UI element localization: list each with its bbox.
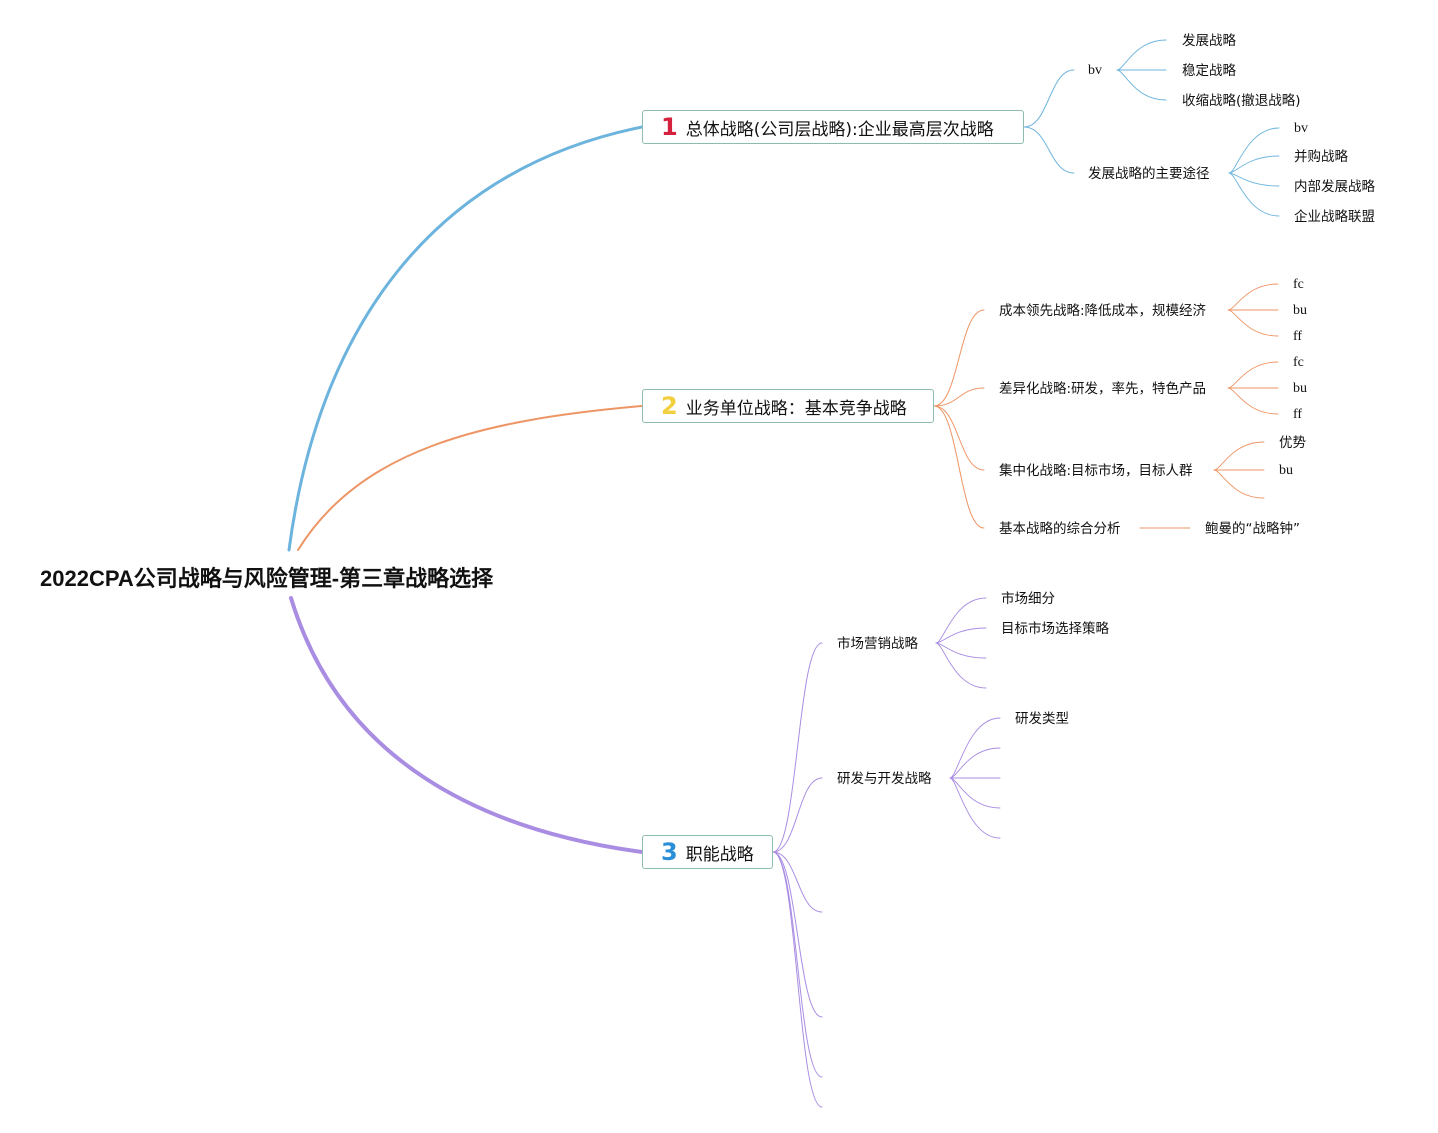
connector-b3 [772, 777, 823, 853]
connector-b3 [772, 642, 823, 853]
topic-marketing-strategy[interactable]: 市场营销战略 [837, 636, 918, 652]
topic-bu[interactable]: bu [1293, 303, 1307, 318]
branch-label: 总体战略(公司层战略):企业最高层次战略 [685, 119, 994, 140]
topic-strategic-alliance[interactable]: 企业战略联盟 [1294, 209, 1375, 225]
topic-strategy-analysis[interactable]: 基本战略的综合分析 [999, 521, 1121, 537]
topic-bv[interactable]: bv [1294, 121, 1308, 136]
connector-b1-leaf [1228, 155, 1280, 174]
topic-cost-leadership[interactable]: 成本领先战略:降低成本，规模经济 [999, 303, 1207, 319]
branch-functional-strategy[interactable]: 3 职能战略 [642, 835, 773, 869]
connector-b1 [1023, 69, 1075, 128]
topic-rd-types[interactable]: 研发类型 [1015, 711, 1069, 727]
connector-b1-leaf [1228, 172, 1280, 217]
topic-bu[interactable]: bu [1293, 381, 1307, 396]
topic-market-segmentation[interactable]: 市场细分 [1001, 591, 1055, 607]
topic-stability-strategy[interactable]: 稳定战略 [1182, 63, 1236, 79]
connector-main-3 [289, 596, 644, 854]
connector-b3-leaf [935, 597, 987, 644]
topic-target-market-selection[interactable]: 目标市场选择策略 [1001, 621, 1109, 637]
connector-b2-leaf [1227, 361, 1279, 389]
topic-bv[interactable]: bv [1088, 63, 1102, 78]
topic-bu[interactable]: bu [1279, 463, 1293, 478]
connector-b3-leaf [935, 627, 987, 644]
topic-strategy-clock[interactable]: 鲍曼的“战略钟” [1205, 521, 1300, 537]
topic-fc[interactable]: fc [1293, 355, 1304, 370]
connector-b3 [772, 851, 823, 913]
connector-b2-leaf [1227, 283, 1279, 311]
connector-b1-leaf [1116, 69, 1167, 101]
connector-b3 [772, 851, 823, 1078]
branch-label: 职能战略 [685, 844, 754, 865]
number-3-icon: 3 [661, 838, 678, 866]
branch-business-strategy[interactable]: 2 业务单位战略：基本竞争战略 [642, 389, 934, 423]
topic-ff[interactable]: ff [1293, 407, 1303, 422]
connector-b2 [933, 405, 985, 471]
connector-main-2 [297, 405, 643, 551]
topic-differentiation[interactable]: 差异化战略:研发，率先，特色产品 [999, 381, 1207, 397]
connector-b2-leaf [1213, 469, 1265, 499]
connector-b2 [933, 309, 985, 407]
topic-development-strategy[interactable]: 发展战略 [1182, 33, 1236, 49]
topic-development-paths[interactable]: 发展战略的主要途径 [1088, 166, 1210, 182]
connector-b2 [933, 405, 985, 529]
topic-rd-strategy[interactable]: 研发与开发战略 [837, 771, 932, 787]
connector-b3 [772, 851, 823, 1018]
connector-b3-leaf [935, 642, 987, 659]
root-topic[interactable]: 2022CPA公司战略与风险管理-第三章战略选择 [40, 566, 494, 591]
connector-main-1 [287, 125, 644, 552]
connector-b3-leaf [949, 777, 1001, 809]
connector-b1-leaf [1228, 127, 1280, 174]
connector-b2-leaf [1227, 387, 1279, 415]
connector-b2-leaf [1227, 309, 1279, 337]
connector-b1-leaf [1228, 172, 1280, 187]
connector-b1-leaf [1116, 39, 1167, 71]
topic-ff[interactable]: ff [1293, 329, 1303, 344]
connector-b3 [772, 851, 823, 1108]
connector-b3-leaf [949, 747, 1001, 779]
topic-internal-development[interactable]: 内部发展战略 [1294, 179, 1375, 195]
connector-b3-leaf [949, 777, 1001, 839]
topic-advantage[interactable]: 优势 [1279, 435, 1306, 451]
connector-b1 [1023, 126, 1075, 174]
topic-focus-strategy[interactable]: 集中化战略:目标市场，目标人群 [999, 463, 1193, 479]
number-1-icon: 1 [661, 113, 678, 141]
connector-b3-leaf [935, 642, 987, 689]
connector-b2 [933, 387, 985, 407]
connector-b3-leaf [949, 717, 1001, 779]
topic-fc[interactable]: fc [1293, 277, 1304, 292]
branch-label: 业务单位战略：基本竞争战略 [685, 398, 907, 419]
topic-retrenchment-strategy[interactable]: 收缩战略(撤退战略) [1182, 93, 1301, 109]
number-2-icon: 2 [661, 392, 678, 420]
topic-merger-acquisition[interactable]: 并购战略 [1294, 149, 1348, 165]
connector-b2-leaf [1213, 441, 1265, 471]
branch-overall-strategy[interactable]: 1 总体战略(公司层战略):企业最高层次战略 [642, 110, 1024, 144]
